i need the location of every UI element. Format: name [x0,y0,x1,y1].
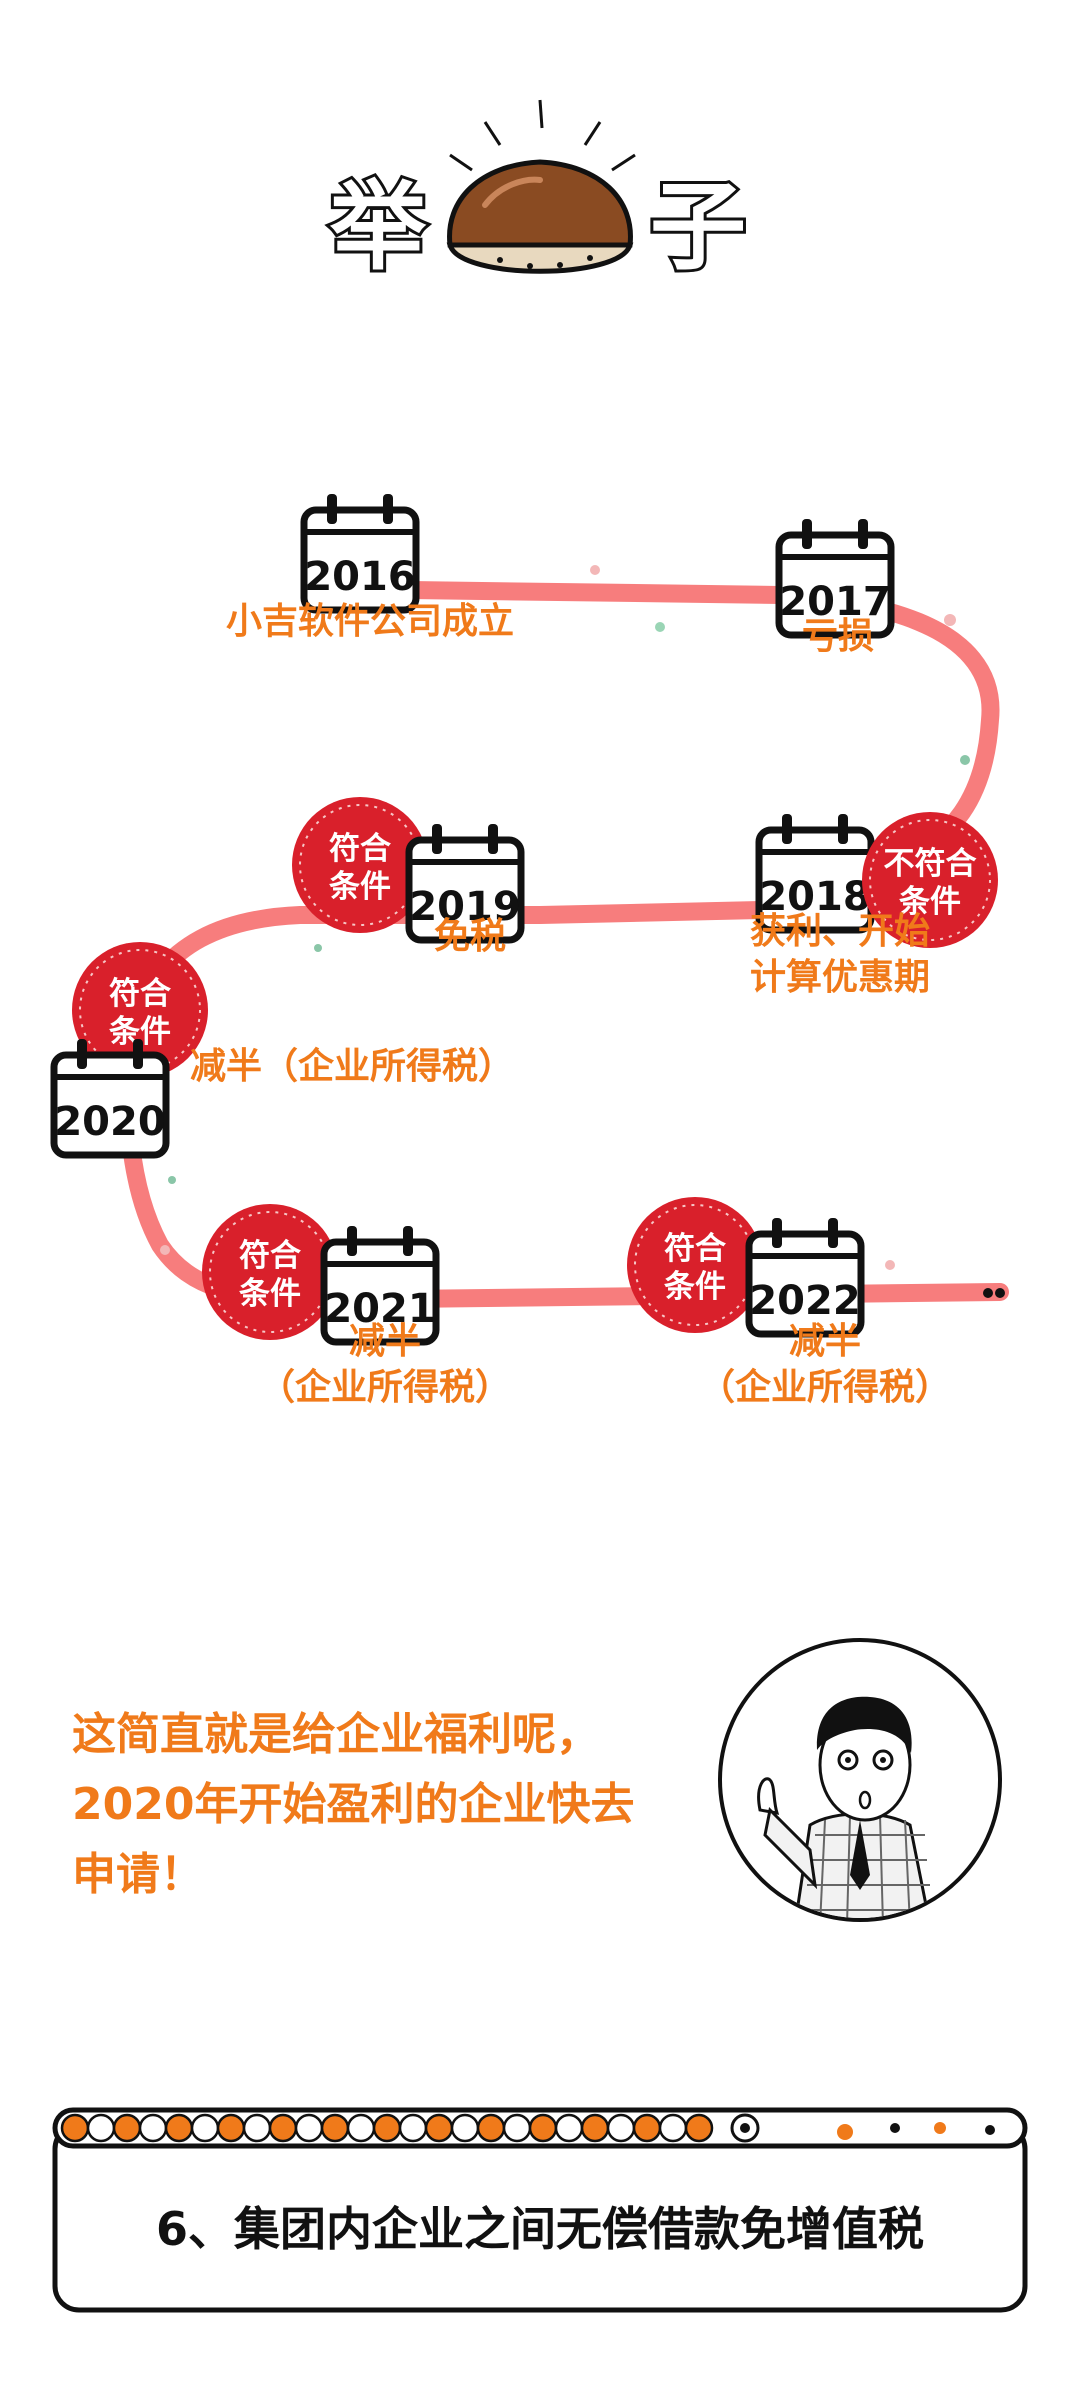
stamp-text: 符合 [664,1231,726,1267]
calendar-icon: 2017 [775,519,895,639]
header-title: 举 子 [326,99,749,286]
quote-line: 这简直就是给企业福利呢， [72,1709,600,1760]
stamp-text: 条件 [239,1276,301,1312]
timeline-label: 减半 [348,1321,421,1362]
quote-line: 申请！ [72,1849,204,1900]
calendar-icon: 2022 [745,1218,865,1338]
timeline-label: （企业所得税） [258,1367,511,1408]
calendar-year: 2022 [749,1278,860,1324]
calendar-icon: 2018 [755,814,875,934]
section-banner: 6、集团内企业之间无偿借款免增值税 [52,2107,1028,2313]
stamp-text: 符合 [239,1238,301,1274]
chestnut-icon [446,99,636,274]
calendar-year: 2020 [54,1099,165,1145]
header-right-char: 子 [650,171,746,283]
timeline-label: 亏损 [801,616,874,657]
calendar-icon: 2016 [300,494,420,614]
quote-line: 2020年开始盈利的企业快去 [72,1779,635,1830]
businessman-illustration [718,1638,1002,1922]
timeline-label: 免税 [433,916,506,957]
calendar-year: 2019 [409,884,520,930]
calendar-year: 2018 [759,874,870,920]
stamp-text: 符合 [329,831,391,867]
stamp-text: 条件 [329,869,391,905]
calendar-icon: 2021 [320,1226,440,1346]
banner-title: 6、集团内企业之间无偿借款免增值税 [156,2202,924,2256]
header-left-char: 举 [329,171,427,283]
calendar-year: 2021 [324,1286,435,1332]
stamp-text: 条件 [664,1269,726,1305]
banner-dot-strip [60,2113,995,2143]
timeline-track [119,565,1009,1309]
timeline-node-2016: 2016 [300,494,420,614]
calendar-icon: 2019 [405,824,525,944]
timeline-label: 计算优惠期 [749,957,930,998]
timeline-label: 减半 [788,1321,861,1362]
calendar-icon: 2020 [50,1039,170,1159]
stamp-text: 不符合 [884,846,977,882]
timeline-label: 减半（企业所得税） [190,1046,515,1087]
timeline-label: （企业所得税） [698,1367,951,1408]
timeline-label: 获利、开始 [749,911,930,952]
timeline-node-2017: 2017 [775,519,895,639]
calendar-year: 2017 [779,579,890,625]
quote-text: 这简直就是给企业福利呢， 2020年开始盈利的企业快去 申请！ [72,1700,732,1910]
stamp-text: 符合 [109,976,171,1012]
timeline-label: 小吉软件公司成立 [225,601,514,642]
calendar-year: 2016 [304,554,415,600]
stamp-text: 条件 [899,884,961,920]
